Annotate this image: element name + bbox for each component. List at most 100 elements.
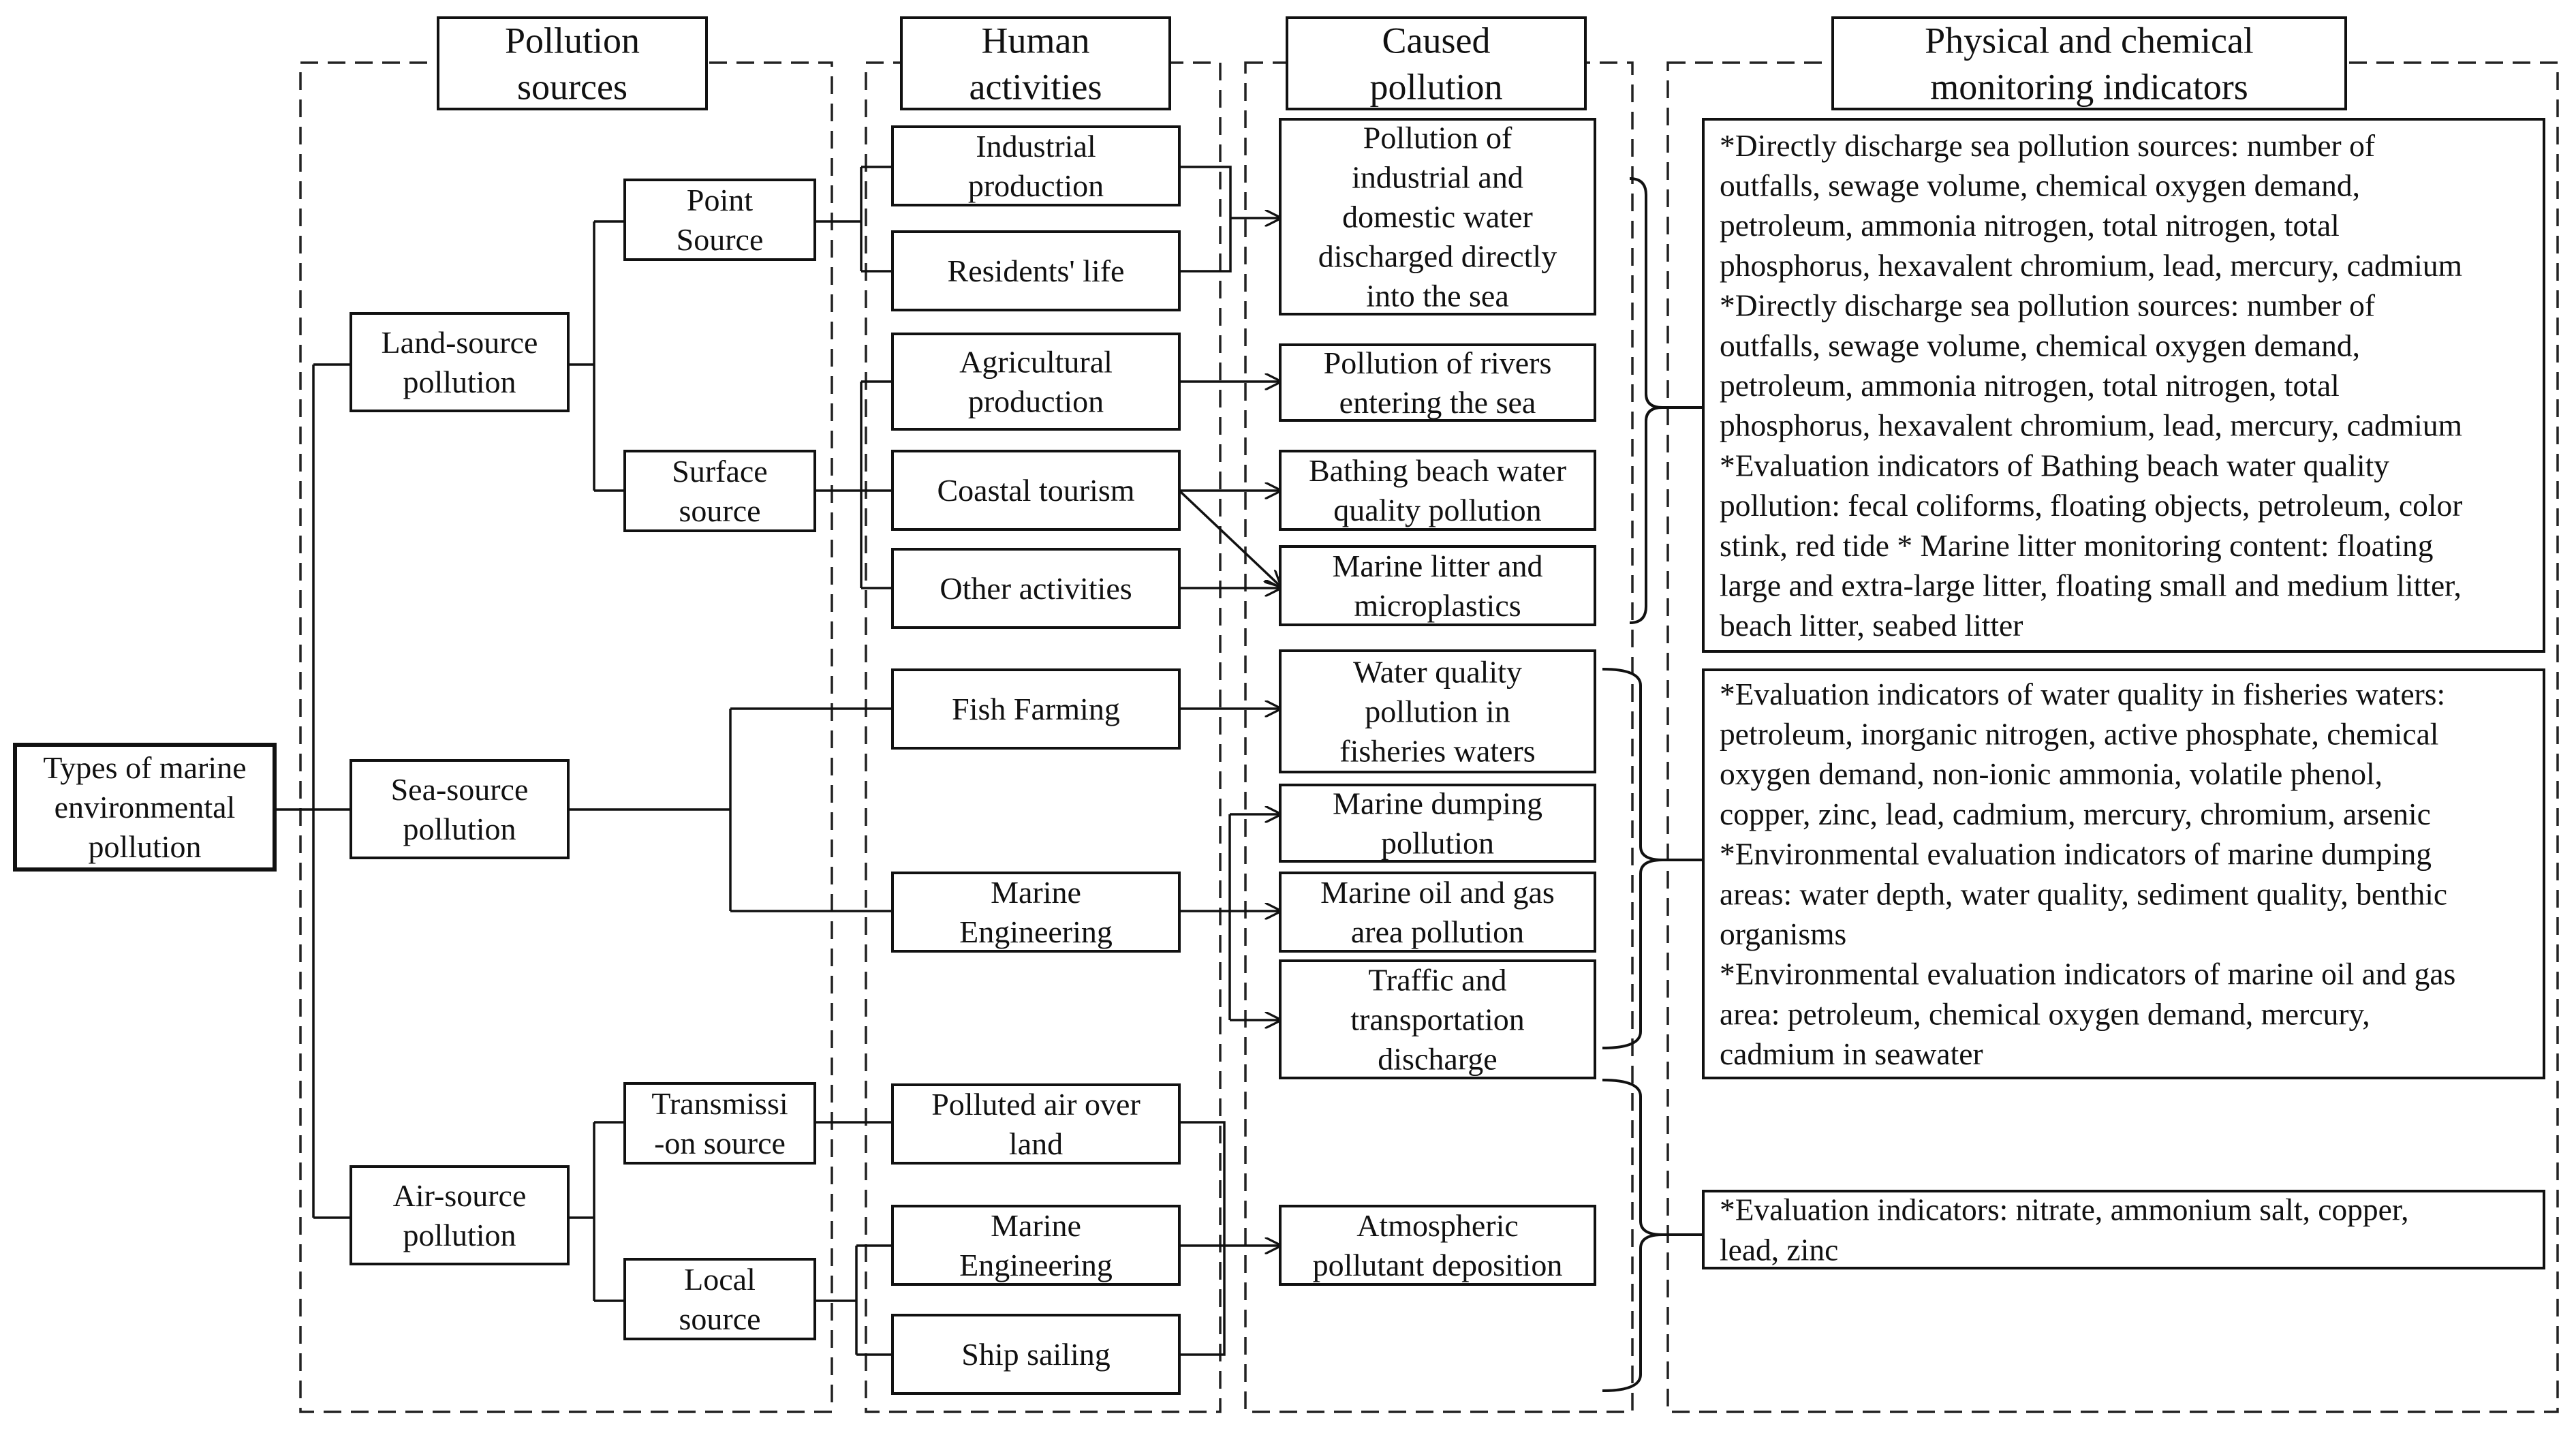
activity-polluted-air-box — [891, 1083, 1181, 1165]
caused-direct-line: Pollution of — [1363, 121, 1512, 155]
source-kind-surface-box — [623, 450, 816, 532]
indicator-land-indicators-line: outfalls, sewage volume, chemical oxygen… — [1720, 168, 2360, 202]
caused-dumping-line: pollution — [1381, 826, 1494, 861]
caused-traffic-line: discharge — [1378, 1042, 1497, 1077]
caused-fisheries-line: Water quality — [1353, 655, 1522, 690]
source-kind-transmission: Transmissi-on source — [623, 1082, 816, 1165]
caused-atmos-line: Atmospheric — [1356, 1208, 1519, 1243]
panel-sources — [299, 61, 833, 1413]
activity-fish-box — [891, 668, 1181, 750]
indicator-land-indicators-line: pollution: fecal coliforms, floating obj… — [1720, 488, 2462, 523]
indicator-air-indicators-line: *Evaluation indicators: nitrate, ammoniu… — [1720, 1192, 2409, 1227]
indicator-sea-indicators-line: petroleum, inorganic nitrogen, active ph… — [1720, 717, 2438, 752]
activity-fish: Fish Farming — [891, 668, 1181, 750]
caused-bathing-line: quality pollution — [1333, 493, 1541, 527]
pollution-type-land: Land-source pollution — [350, 312, 570, 412]
activity-other: Other activities — [891, 548, 1181, 629]
column-header-caused-line: Caused — [1382, 20, 1491, 61]
activity-marine-eng-2-line: Marine — [991, 1208, 1081, 1243]
caused-fisheries-line: fisheries waters — [1339, 734, 1535, 769]
node-layer: Types of marineenvironmentalpollutionPol… — [13, 16, 2545, 1395]
caused-bathing-box — [1279, 450, 1596, 531]
indicator-sea-indicators-line: *Evaluation indicators of water quality … — [1720, 677, 2445, 711]
pollution-type-air-line: Air-source — [393, 1178, 527, 1213]
indicator-sea-indicators-box — [1702, 668, 2545, 1079]
caused-litter-line: Marine litter and — [1332, 549, 1542, 583]
caused-rivers: Pollution of rivers entering the sea — [1279, 343, 1596, 422]
activity-tourism-box — [891, 450, 1181, 531]
root-node-box — [13, 743, 277, 872]
source-kind-transmission-line: -on source — [654, 1126, 786, 1160]
source-kind-local-line: Local — [684, 1262, 756, 1297]
source-kind-point-line: Source — [677, 222, 764, 257]
indicator-land-indicators-line: *Directly discharge sea pollution source… — [1720, 288, 2376, 323]
pollution-type-sea-line: Sea-source — [391, 772, 529, 807]
indicator-sea-indicators-line: *Environmental evaluation indicators of … — [1720, 837, 2432, 872]
activity-fish-line: Fish Farming — [952, 692, 1120, 726]
activity-tourism-line: Coastal tourism — [937, 473, 1134, 508]
activity-industrial-line: production — [968, 168, 1104, 203]
pollution-type-air-line: pollution — [403, 1218, 516, 1252]
activity-other-line: Other activities — [940, 571, 1132, 606]
source-kind-point-box — [623, 179, 816, 261]
activity-ship: Ship sailing — [891, 1314, 1181, 1395]
column-header-caused-line: pollution — [1369, 66, 1502, 107]
activity-marine-eng-1-line: Engineering — [959, 914, 1113, 949]
activity-agricultural-line: production — [968, 384, 1104, 419]
column-header-activities-box — [900, 16, 1171, 110]
caused-direct-line: into the sea — [1366, 279, 1509, 313]
column-header-sources-box — [437, 16, 708, 110]
connector-lines — [275, 166, 1232, 1356]
indicator-land-indicators-line: beach litter, seabed litter — [1720, 608, 2023, 643]
activity-industrial-box — [891, 125, 1181, 206]
caused-rivers-line: Pollution of rivers — [1324, 345, 1552, 380]
activity-residents-box — [891, 230, 1181, 311]
activity-marine-eng-2-line: Engineering — [959, 1248, 1113, 1282]
column-header-sources: Pollution sources — [437, 16, 708, 110]
column-header-sources-line: sources — [517, 66, 627, 107]
pollution-type-land-line: Land-source — [382, 325, 538, 360]
source-kind-transmission-box — [623, 1082, 816, 1165]
activity-polluted-air-line: Polluted air over — [931, 1087, 1140, 1122]
caused-dumping-line: Marine dumping — [1333, 786, 1542, 821]
pollution-type-sea-box — [350, 759, 570, 859]
column-header-activities-line: activities — [969, 66, 1102, 107]
indicator-sea-indicators-line: copper, zinc, lead, cadmium, mercury, ch… — [1720, 797, 2431, 831]
caused-litter-box — [1279, 545, 1596, 626]
indicator-land-indicators-line: *Directly discharge sea pollution source… — [1720, 128, 2376, 163]
column-header-sources-line: Pollution — [505, 20, 640, 61]
column-header-indicators-box — [1831, 16, 2347, 110]
activity-residents-line: Residents' life — [948, 253, 1125, 288]
caused-rivers-line: entering the sea — [1339, 385, 1536, 420]
root-node-line: environmental — [55, 790, 236, 825]
caused-direct-box — [1279, 118, 1596, 315]
pollution-type-air-box — [350, 1165, 570, 1265]
caused-bathing-line: Bathing beach water — [1309, 453, 1566, 488]
indicator-land-indicators-line: phosphorus, hexavalent chromium, lead, m… — [1720, 408, 2462, 443]
indicator-land-indicators-line: phosphorus, hexavalent chromium, lead, m… — [1720, 248, 2462, 283]
column-header-caused: Caused pollution — [1286, 16, 1587, 110]
arrows — [1178, 218, 1280, 1246]
caused-rivers-box — [1279, 343, 1596, 422]
caused-direct-line: domestic water — [1342, 200, 1533, 234]
caused-dumping-box — [1279, 784, 1596, 863]
source-kind-point-line: Point — [687, 183, 753, 217]
indicator-land-indicators-line: *Evaluation indicators of Bathing beach … — [1720, 448, 2389, 482]
indicator-sea-indicators-line: areas: water depth, water quality, sedim… — [1720, 876, 2447, 911]
caused-oilgas-line: area pollution — [1351, 914, 1524, 949]
caused-traffic-line: Traffic and — [1368, 963, 1506, 998]
activity-marine-eng-2-box — [891, 1205, 1181, 1286]
pollution-type-land-line: pollution — [403, 365, 516, 399]
